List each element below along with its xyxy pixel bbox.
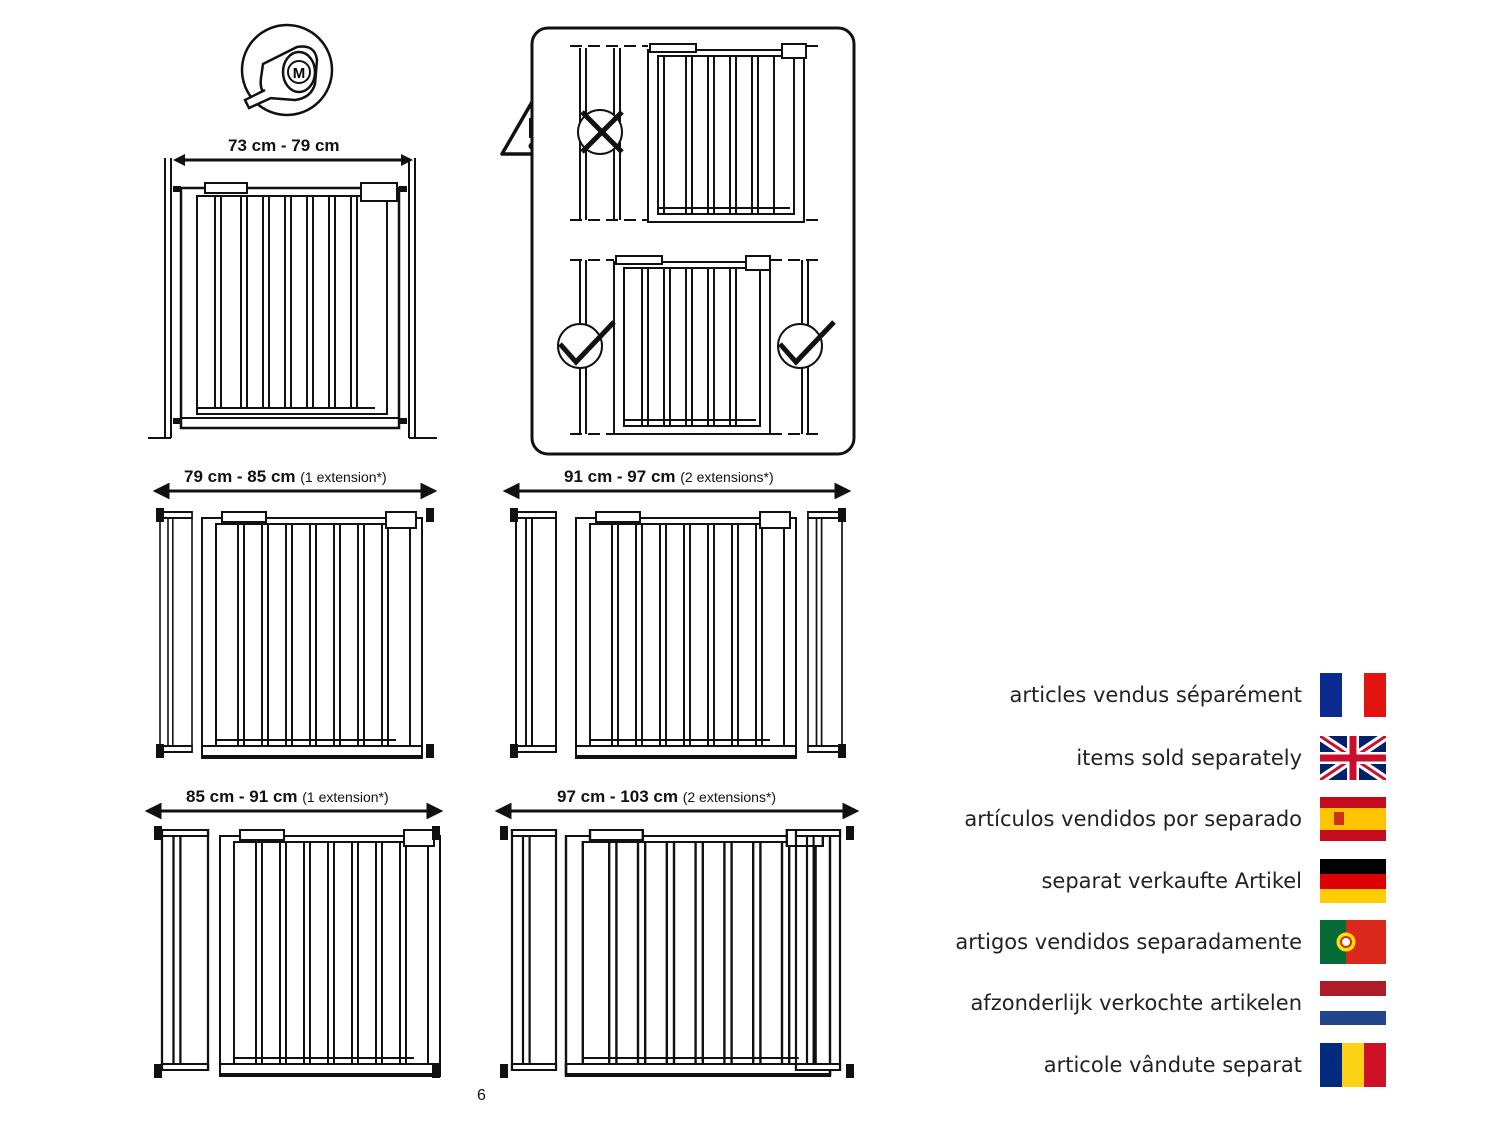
measuring-tape-icon: M	[240, 23, 334, 117]
legend-row-ro: articole vândute separat	[1044, 1043, 1386, 1087]
wrong-x-icon	[577, 109, 624, 155]
legend-text-pt: artigos vendidos separadamente	[955, 930, 1302, 954]
tape-letter: M	[293, 65, 306, 82]
legend-text-de: separat verkaufte Artikel	[1041, 869, 1302, 893]
spain-flag-icon	[1320, 797, 1386, 841]
legend-row-fr: articles vendus séparément	[1010, 673, 1386, 717]
legend-row-es: artículos vendidos por separado	[964, 797, 1386, 841]
config-label-1: 79 cm - 85 cm (1 extension*)	[184, 467, 387, 486]
extension-diagrams	[144, 482, 860, 1078]
germany-flag-icon	[1320, 859, 1386, 903]
config-label-2: 91 cm - 97 cm (2 extensions*)	[564, 467, 774, 486]
correct-check-icon-right	[777, 320, 836, 369]
legend-row-nl: afzonderlijk verkochte artikelen	[970, 981, 1386, 1025]
portugal-flag-icon	[1320, 920, 1386, 964]
installation-check-panel	[530, 26, 856, 456]
uk-flag-icon	[1320, 736, 1386, 780]
legend-text-en: items sold separately	[1076, 746, 1302, 770]
main-range-label: 73 cm - 79 cm	[228, 136, 340, 155]
legend-row-en: items sold separately	[1076, 736, 1386, 780]
netherlands-flag-icon	[1320, 981, 1386, 1025]
legend-row-pt: artigos vendidos separadamente	[955, 920, 1386, 964]
france-flag-icon	[1320, 673, 1386, 717]
page-number: 6	[477, 1087, 486, 1104]
legend-text-nl: afzonderlijk verkochte artikelen	[970, 991, 1302, 1015]
correct-check-icon-left	[557, 320, 616, 369]
config-label-3: 85 cm - 91 cm (1 extension*)	[186, 787, 389, 806]
basic-gate-diagram	[148, 154, 437, 439]
legend-row-de: separat verkaufte Artikel	[1041, 859, 1386, 903]
legend-text-ro: articole vândute separat	[1043, 1053, 1302, 1077]
romania-flag-icon	[1320, 1043, 1386, 1087]
config-label-4: 97 cm - 103 cm (2 extensions*)	[557, 787, 777, 806]
legend-text-fr: articles vendus séparément	[1009, 683, 1302, 707]
legend-text-es: artículos vendidos por separado	[964, 807, 1302, 831]
